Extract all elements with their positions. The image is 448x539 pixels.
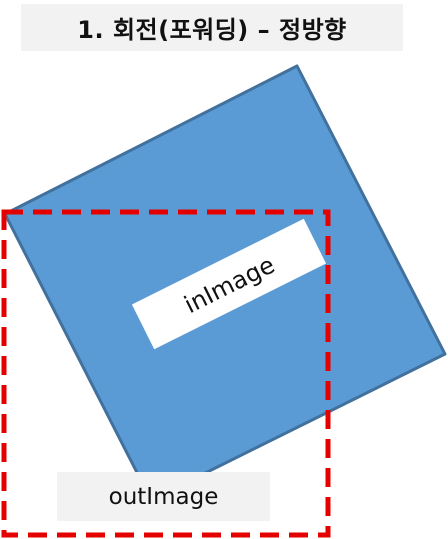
output-image-label-plate: outImage [57, 472, 270, 521]
output-image-label: outImage [108, 483, 219, 510]
title-banner: 1. 회전(포워딩) – 정방향 [21, 4, 403, 51]
diagram-title: 1. 회전(포워딩) – 정방향 [77, 16, 347, 44]
output-image-frame [1, 209, 331, 538]
